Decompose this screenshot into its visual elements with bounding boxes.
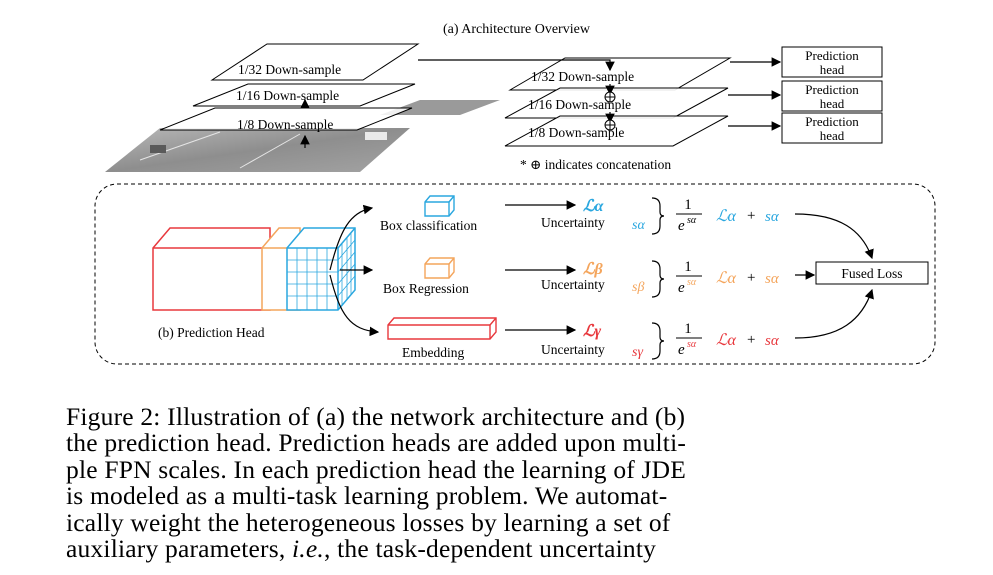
caption-line: auxiliary parameters, i.e., the task-dep…	[66, 534, 966, 564]
svg-text:+: +	[747, 332, 755, 348]
svg-text:e: e	[678, 280, 685, 296]
svg-text:ℒα: ℒα	[716, 208, 737, 225]
svg-text:ℒα: ℒα	[716, 332, 737, 349]
right-label-32: 1/32 Down-sample	[531, 69, 634, 84]
loss-beta: ℒβ	[583, 261, 604, 278]
branch-label-classification: Box classification	[380, 218, 477, 233]
box-regression-icon	[424, 257, 455, 279]
panel-a-title: (a) Architecture Overview	[443, 22, 591, 37]
concat-note: * ⊕ indicates concatenation	[520, 157, 671, 172]
caption-line: ically weight the heterogeneous losses b…	[66, 507, 671, 537]
prediction-head-2: Prediction head	[781, 80, 883, 112]
figure-caption: Figure 2: Illustration of (a) the networ…	[66, 402, 966, 564]
caption-line: the prediction head. Prediction heads ar…	[66, 428, 687, 458]
s-gamma: sγ	[632, 345, 643, 360]
uncertainty-beta: Uncertainty	[541, 277, 605, 292]
caption-line: ple FPN scales. In each prediction head …	[66, 454, 687, 484]
svg-text:head: head	[820, 62, 845, 77]
svg-text:head: head	[820, 96, 845, 111]
s-beta: sβ	[632, 280, 644, 295]
right-label-16: 1/16 Down-sample	[528, 97, 631, 112]
svg-text:sα: sα	[687, 215, 697, 226]
formula-2: 1 e sα ℒα + sα	[676, 259, 780, 296]
svg-text:+: +	[747, 270, 755, 286]
left-label-32: 1/32 Down-sample	[238, 62, 341, 77]
svg-text:sα: sα	[765, 209, 780, 225]
fused-loss-box: Fused Loss	[815, 261, 929, 285]
embedding-icon	[387, 317, 497, 340]
left-label-8: 1/8 Down-sample	[237, 117, 333, 132]
svg-text:head: head	[820, 128, 845, 143]
caption-line: Figure 2: Illustration of (a) the networ…	[66, 402, 686, 431]
prediction-head-1: Prediction head	[781, 46, 883, 78]
prediction-head-3: Prediction head	[781, 112, 883, 144]
figure-2: (a) Architecture Overview 1/32 Down-samp…	[94, 22, 936, 365]
loss-alpha: ℒα	[583, 198, 605, 215]
loss-gamma: ℒγ	[583, 323, 602, 340]
svg-text:1: 1	[684, 321, 692, 337]
uncertainty-alpha: Uncertainty	[541, 215, 605, 230]
feature-map	[152, 227, 356, 311]
svg-text:Fused Loss: Fused Loss	[841, 266, 902, 281]
s-alpha: sα	[632, 218, 645, 233]
right-label-8: 1/8 Down-sample	[528, 125, 624, 140]
panel-b-title: (b) Prediction Head	[158, 325, 265, 340]
svg-text:ℒα: ℒα	[716, 270, 737, 287]
box-classification-icon	[424, 195, 455, 217]
svg-text:Prediction: Prediction	[805, 114, 859, 129]
formula-1: 1 e sα ℒα + sα	[676, 197, 780, 234]
panel-b-frame	[94, 183, 936, 365]
svg-text:sα: sα	[765, 271, 780, 287]
caption-ie: i.e.	[292, 534, 324, 564]
svg-text:1: 1	[684, 259, 692, 275]
svg-text:e: e	[678, 218, 685, 234]
svg-text:sα: sα	[765, 333, 780, 349]
caption-line: is modeled as a multi-task learning prob…	[66, 481, 668, 511]
caption-text: auxiliary parameters,	[66, 534, 293, 564]
svg-text:Prediction: Prediction	[805, 48, 859, 63]
svg-text:+: +	[747, 208, 755, 224]
svg-text:e: e	[678, 342, 685, 358]
branch-label-regression: Box Regression	[383, 281, 469, 296]
svg-text:1: 1	[684, 197, 692, 213]
concat-symbol	[604, 91, 616, 131]
svg-text:sα: sα	[687, 277, 697, 288]
street-image	[105, 100, 500, 172]
svg-text:sα: sα	[687, 339, 697, 350]
branch-label-embedding: Embedding	[402, 345, 464, 360]
formula-3: 1 e sα ℒα + sα	[676, 321, 780, 358]
svg-text:Prediction: Prediction	[805, 82, 859, 97]
right-stack	[504, 57, 732, 147]
caption-text: , the task-dependent uncertainty	[323, 534, 657, 564]
left-label-16: 1/16 Down-sample	[236, 88, 339, 103]
uncertainty-gamma: Uncertainty	[541, 342, 605, 357]
